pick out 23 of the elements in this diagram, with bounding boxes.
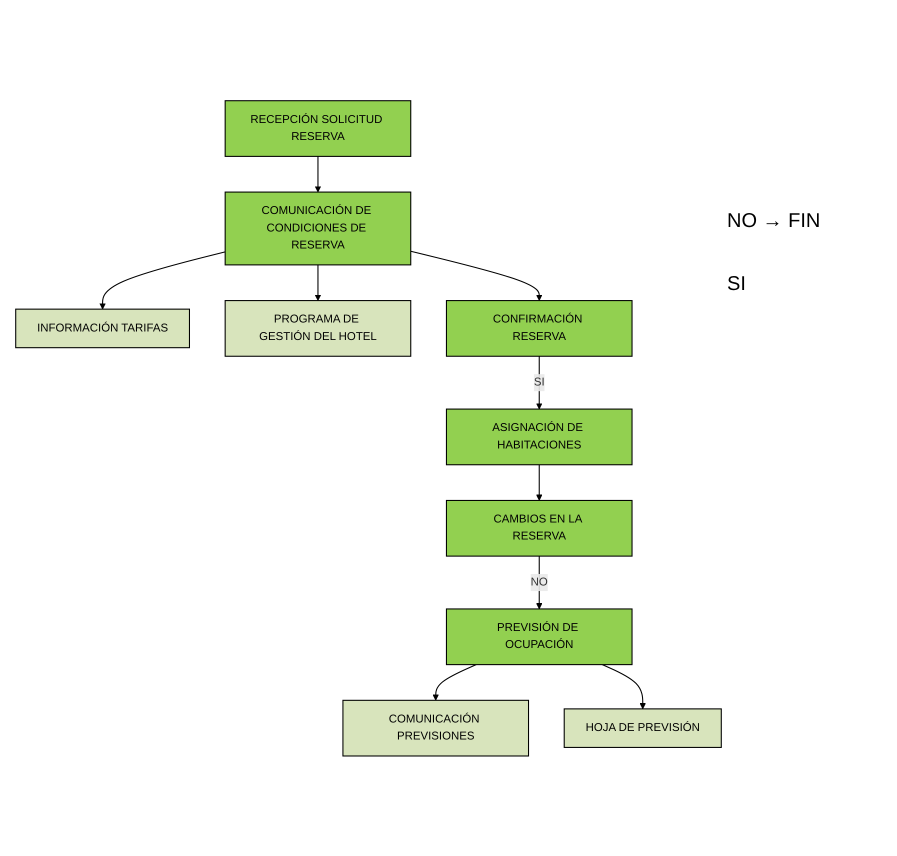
node-box: PREVISIÓN DE OCUPACIÓN xyxy=(446,608,633,665)
arrow xyxy=(536,464,542,500)
node-box: ASIGNACIÓN DE HABITACIONES xyxy=(446,408,633,465)
arrow xyxy=(410,250,542,300)
node-box: RECEPCIÓN SOLICITUD RESERVA xyxy=(224,100,412,157)
edge-label: SI xyxy=(534,376,545,388)
arrow xyxy=(432,664,476,700)
node-box: INFORMACIÓN TARIFAS xyxy=(15,308,190,348)
arrow xyxy=(314,156,322,192)
node-box: COMUNICACIÓN PREVISIONES xyxy=(342,699,530,756)
note-text: SI xyxy=(727,273,747,296)
arrow xyxy=(314,264,322,300)
note-text: NO → FIN xyxy=(727,210,822,233)
node-box: CONFIRMACIÓN RESERVA xyxy=(446,300,633,356)
edge-label: NO xyxy=(530,576,548,588)
node-box: CAMBIOS EN LA RESERVA xyxy=(446,500,633,556)
node-box: COMUNICACIÓN DE CONDICIONES DE RESERVA xyxy=(224,191,412,266)
arrow xyxy=(536,556,542,609)
node-box: HOJA DE PREVISIÓN xyxy=(564,708,722,748)
arrow xyxy=(602,664,646,709)
node-box: PROGRAMA DE GESTIÓN DEL HOTEL xyxy=(224,300,412,356)
arrow xyxy=(99,250,226,310)
arrow xyxy=(536,356,542,409)
